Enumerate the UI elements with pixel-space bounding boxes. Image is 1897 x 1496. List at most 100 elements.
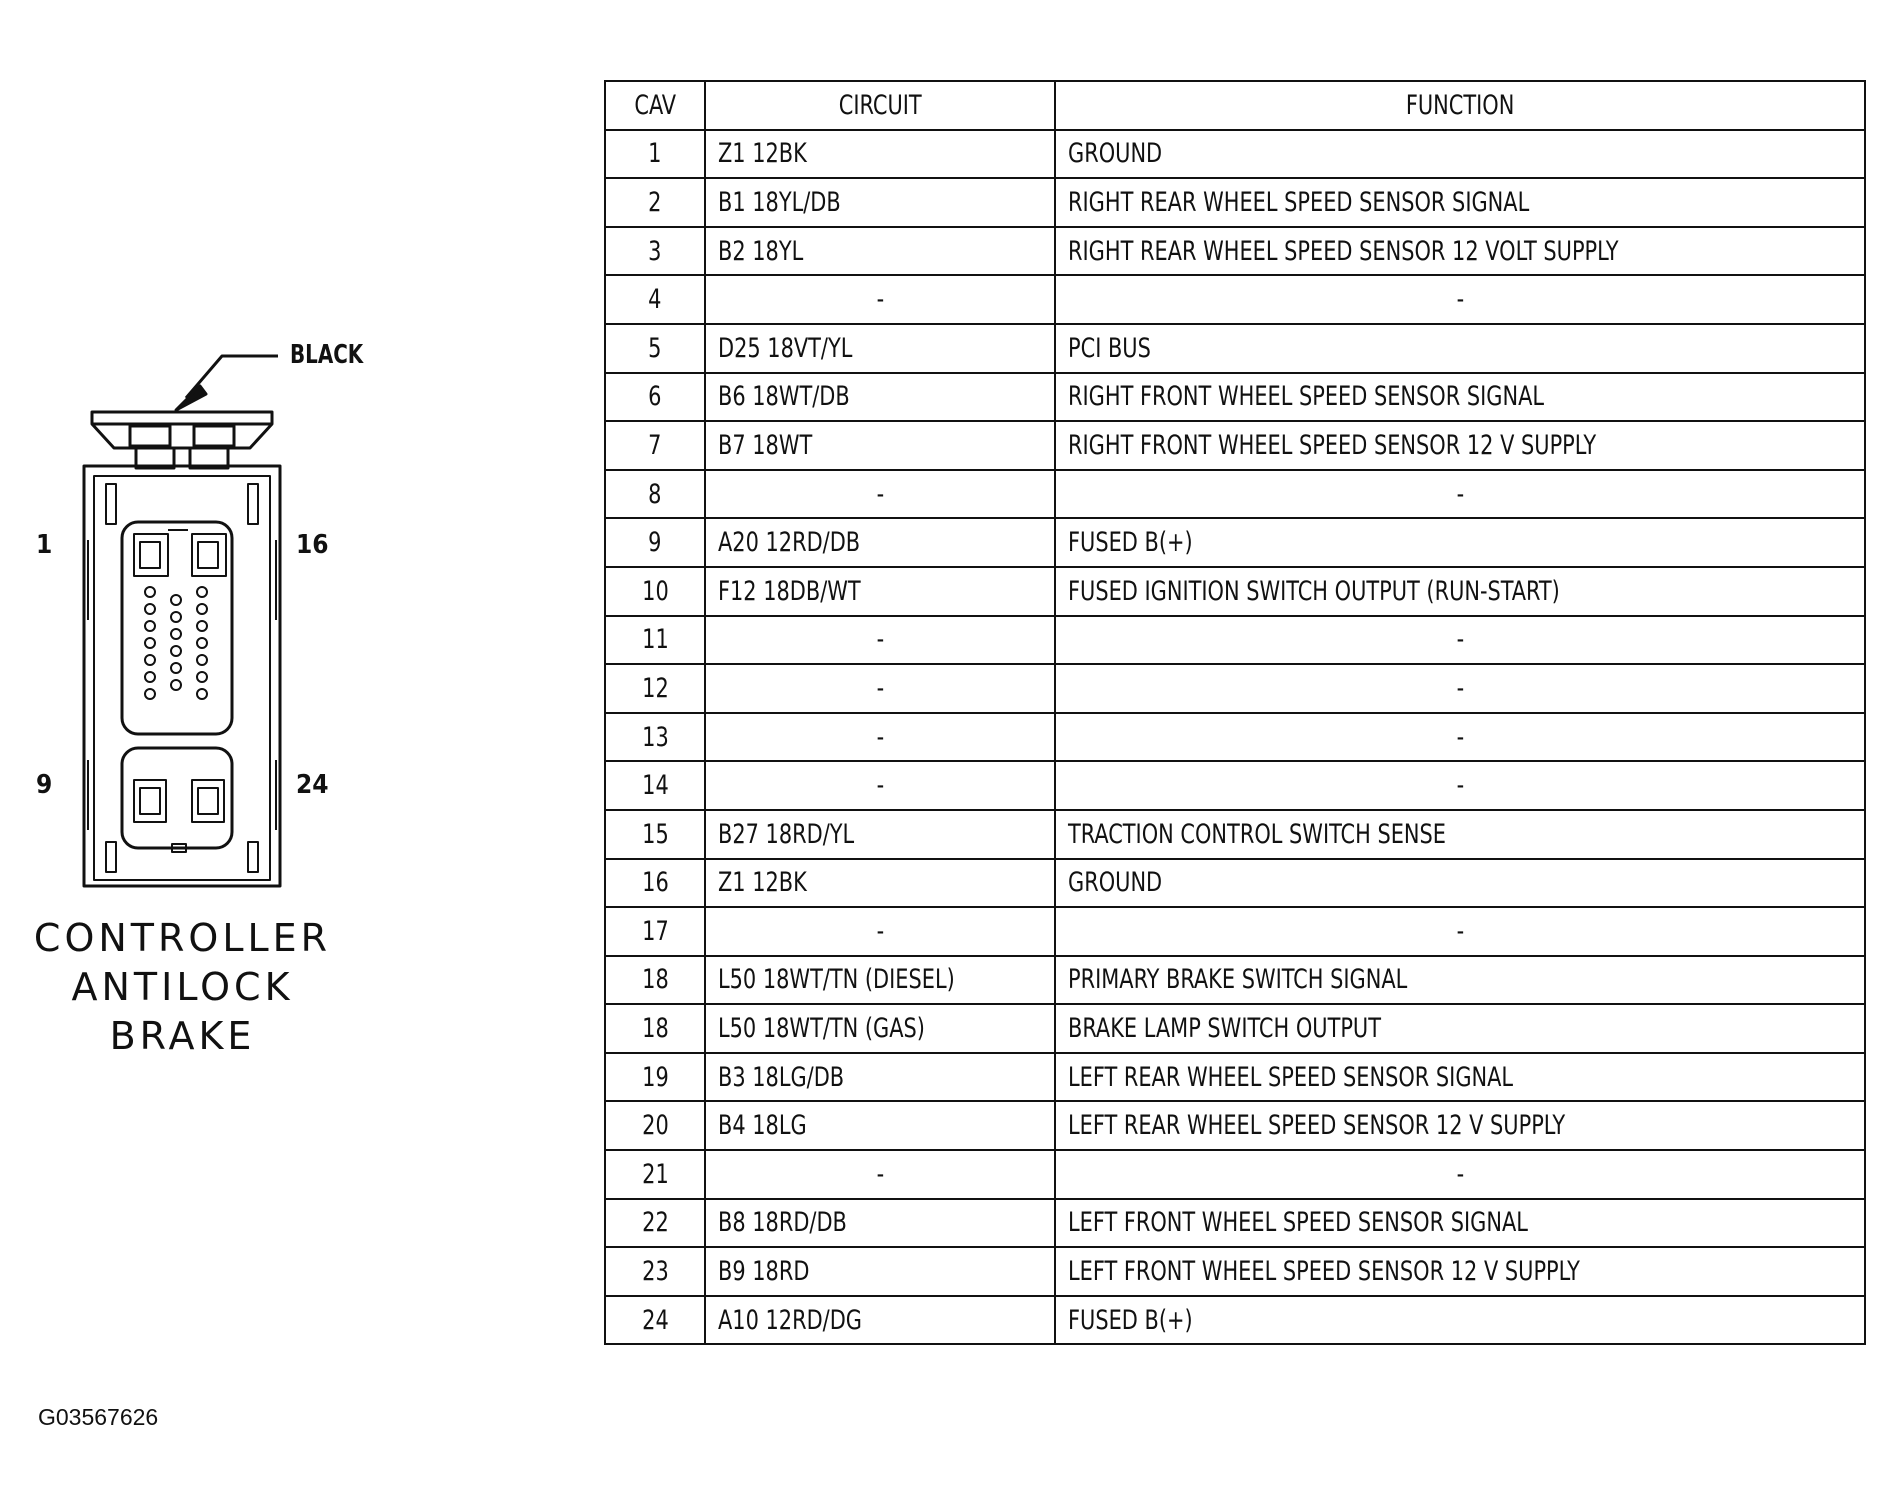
terminal-pin (144, 603, 156, 615)
cav-cell: 6 (604, 371, 706, 423)
header-function: FUNCTION (1054, 80, 1866, 131)
header-circuit: CIRCUIT (704, 80, 1056, 131)
circuit-cell: - (704, 760, 1056, 811)
cav-cell: 18 (604, 954, 706, 1006)
circuit-cell: - (704, 468, 1056, 520)
function-cell: GROUND (1054, 128, 1866, 180)
cav-cell: 1 (604, 128, 706, 180)
terminal-pin (196, 671, 208, 683)
function-cell: TRACTION CONTROL SWITCH SENSE (1054, 808, 1866, 860)
circuit-cell: - (704, 614, 1056, 666)
cav-cell: 8 (604, 468, 706, 520)
function-cell: BRAKE LAMP SWITCH OUTPUT (1054, 1003, 1866, 1054)
circuit-cell: B8 18RD/DB (704, 1197, 1056, 1249)
cav-cell: 20 (604, 1100, 706, 1152)
connector-title-line-2: ANTILOCK (71, 965, 294, 1009)
circuit-cell: B7 18WT (704, 420, 1056, 471)
cav-cell: 2 (604, 177, 706, 228)
cav-cell: 9 (604, 517, 706, 568)
table-row: 8-- (604, 468, 1866, 520)
function-cell: - (1054, 1149, 1866, 1200)
terminal-pin (144, 654, 156, 666)
function-cell: RIGHT REAR WHEEL SPEED SENSOR SIGNAL (1054, 177, 1866, 228)
callout-leader-line (184, 354, 278, 399)
lower-cavity-block (120, 746, 234, 850)
cav-cell: 4 (604, 274, 706, 325)
figure-id: G03567626 (38, 1404, 159, 1430)
circuit-cell: Z1 12BK (704, 128, 1056, 180)
circuit-cell: A20 12RD/DB (704, 517, 1056, 568)
cav-cell: 22 (604, 1197, 706, 1249)
circuit-cell: B2 18YL (704, 225, 1056, 277)
callout-label-black: BLACK (290, 340, 364, 370)
cav-cell: 12 (604, 663, 706, 714)
cav-cell: 16 (604, 857, 706, 909)
cav-cell: 24 (604, 1294, 706, 1346)
terminal-pin (170, 679, 182, 691)
circuit-cell: B6 18WT/DB (704, 371, 1056, 423)
circuit-cell: B4 18LG (704, 1100, 1056, 1152)
function-cell: LEFT FRONT WHEEL SPEED SENSOR SIGNAL (1054, 1197, 1866, 1249)
function-cell: RIGHT FRONT WHEEL SPEED SENSOR 12 V SUPP… (1054, 420, 1866, 471)
terminal-pin (170, 645, 182, 657)
terminal-pin (144, 637, 156, 649)
cav-cell: 5 (604, 322, 706, 374)
function-cell: - (1054, 663, 1866, 714)
pin-label-16: 16 (296, 530, 329, 560)
circuit-cell: Z1 12BK (704, 857, 1056, 909)
table-row: 12-- (604, 663, 1866, 714)
cav-cell: 11 (604, 614, 706, 666)
function-cell: FUSED B(+) (1054, 1294, 1866, 1346)
terminal-pin (196, 603, 208, 615)
connector-title-line-1: CONTROLLER (33, 916, 332, 960)
connector-housing (82, 464, 282, 888)
cav-cell: 7 (604, 420, 706, 471)
table-row: 14-- (604, 760, 1866, 811)
function-cell: LEFT FRONT WHEEL SPEED SENSOR 12 V SUPPL… (1054, 1246, 1866, 1297)
terminal-pin (144, 671, 156, 683)
cav-cell: 3 (604, 225, 706, 277)
cav-cell: 14 (604, 760, 706, 811)
circuit-cell: - (704, 1149, 1056, 1200)
function-cell: PRIMARY BRAKE SWITCH SIGNAL (1054, 954, 1866, 1006)
terminal-pin (144, 688, 156, 700)
terminal-pin (170, 628, 182, 640)
callout-arrow-icon (174, 384, 208, 412)
cav-cell: 15 (604, 808, 706, 860)
circuit-cell: - (704, 663, 1056, 714)
circuit-cell: B1 18YL/DB (704, 177, 1056, 228)
function-cell: LEFT REAR WHEEL SPEED SENSOR 12 V SUPPLY (1054, 1100, 1866, 1152)
circuit-cell: L50 18WT/TN (DIESEL) (704, 954, 1056, 1006)
cav-cell: 18 (604, 1003, 706, 1054)
function-cell: RIGHT REAR WHEEL SPEED SENSOR 12 VOLT SU… (1054, 225, 1866, 277)
function-cell: - (1054, 760, 1866, 811)
pin-label-1: 1 (36, 530, 53, 560)
circuit-cell: A10 12RD/DG (704, 1294, 1056, 1346)
cav-cell: 23 (604, 1246, 706, 1297)
pin-label-9: 9 (36, 770, 53, 800)
circuit-cell: L50 18WT/TN (GAS) (704, 1003, 1056, 1054)
function-cell: FUSED IGNITION SWITCH OUTPUT (RUN-START) (1054, 565, 1866, 617)
header-cav: CAV (604, 80, 706, 131)
function-cell: - (1054, 274, 1866, 325)
table-row: 4-- (604, 274, 1866, 325)
table-row: 11-- (604, 614, 1866, 666)
circuit-cell: B9 18RD (704, 1246, 1056, 1297)
function-cell: RIGHT FRONT WHEEL SPEED SENSOR SIGNAL (1054, 371, 1866, 423)
cav-cell: 13 (604, 711, 706, 763)
cav-cell: 21 (604, 1149, 706, 1200)
terminal-pin (196, 688, 208, 700)
